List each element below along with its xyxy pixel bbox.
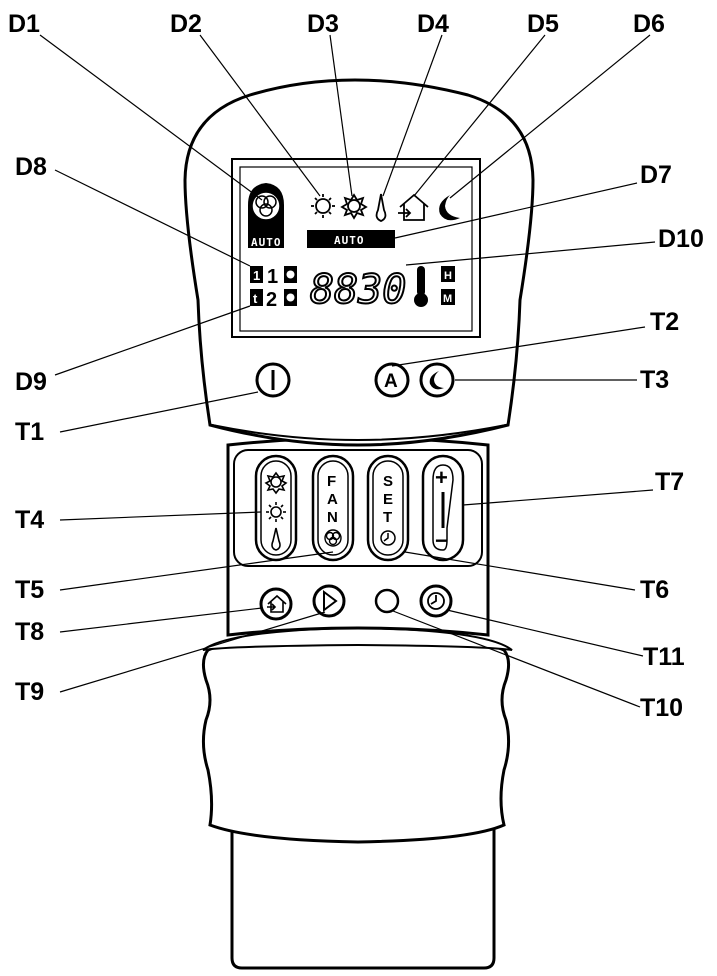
callout-labels: D1 D2 D3 D4 D5 D6 D7 D8 D9 D10 T1 T2 T3 … — [8, 10, 704, 722]
label-t4: T4 — [15, 506, 44, 534]
clock-icon — [427, 592, 445, 610]
minus-icon[interactable]: − — [435, 528, 448, 553]
sun-icon — [311, 194, 335, 218]
minute-indicator-text: M — [443, 293, 452, 305]
label-d4: D4 — [417, 10, 449, 38]
fan-icon — [324, 529, 342, 547]
fan-letter-n: N — [327, 509, 338, 526]
label-d7: D7 — [640, 161, 672, 189]
home-away-icon — [267, 594, 287, 613]
head-seam — [211, 424, 507, 442]
set-letter-e: E — [383, 491, 393, 508]
auto-left-text: AUTO — [251, 236, 282, 249]
label-d8: D8 — [15, 153, 47, 181]
auto-button[interactable]: A — [374, 362, 410, 398]
set-letter-t: T — [383, 509, 392, 526]
plus-icon[interactable]: + — [435, 465, 448, 490]
label-t6: T6 — [640, 576, 669, 604]
fan-letter-a: A — [327, 491, 338, 508]
set-button[interactable]: S E T — [366, 454, 410, 562]
temperature-digits: 8830 — [310, 267, 406, 313]
clock-icon — [380, 530, 396, 546]
fan-button[interactable]: F A N — [311, 454, 355, 562]
clock-button[interactable] — [419, 584, 453, 618]
auto-button-letter: A — [384, 371, 398, 392]
label-t2: T2 — [650, 308, 679, 336]
row1-box-text: 1 — [253, 268, 260, 283]
night-button[interactable] — [419, 362, 455, 398]
minute-indicator — [441, 289, 455, 305]
label-d2: D2 — [170, 10, 202, 38]
power-button[interactable] — [255, 362, 291, 398]
away-button[interactable] — [259, 587, 293, 621]
fan-letter-f: F — [327, 473, 336, 490]
fan-auto-icon: AUTO — [248, 183, 284, 249]
lcd-window — [239, 166, 473, 332]
next-button[interactable] — [312, 584, 346, 618]
moon-icon — [429, 371, 444, 390]
heat-icon — [264, 471, 288, 495]
temperature-rocker[interactable]: + − — [421, 454, 465, 562]
sun-icon — [266, 502, 286, 522]
hour-indicator-text: H — [444, 270, 452, 282]
label-d5: D5 — [527, 10, 559, 38]
drop-icon — [271, 527, 281, 551]
drop-icon — [375, 193, 387, 222]
set-letter-s: S — [383, 473, 393, 490]
play-icon — [323, 590, 338, 612]
label-d3: D3 — [307, 10, 339, 38]
label-t3: T3 — [640, 366, 669, 394]
label-d10: D10 — [658, 225, 704, 253]
moon-icon — [439, 195, 460, 221]
thermometer-icon — [414, 266, 428, 307]
label-t5: T5 — [15, 576, 44, 604]
auto-bar-text: AUTO — [334, 234, 365, 247]
row2-number: 2 — [266, 289, 277, 311]
label-t10: T10 — [640, 694, 683, 722]
label-d6: D6 — [633, 10, 665, 38]
status-led — [374, 588, 400, 614]
program-indicators: 1 1 t 2 — [250, 266, 297, 311]
label-d9: D9 — [15, 368, 47, 396]
row2-box-text: t — [253, 291, 258, 306]
label-t7: T7 — [655, 468, 684, 496]
label-t9: T9 — [15, 678, 44, 706]
label-t11: T11 — [643, 643, 685, 671]
leader-lines — [39, 34, 656, 708]
home-away-icon — [398, 193, 429, 221]
heat-icon — [340, 193, 368, 220]
label-d1: D1 — [8, 10, 40, 38]
hour-indicator — [441, 266, 455, 282]
label-t1: T1 — [15, 418, 44, 446]
row1-number: 1 — [267, 266, 278, 288]
label-t8: T8 — [15, 618, 44, 646]
mode-button[interactable] — [254, 454, 298, 562]
auto-bar — [307, 230, 395, 248]
